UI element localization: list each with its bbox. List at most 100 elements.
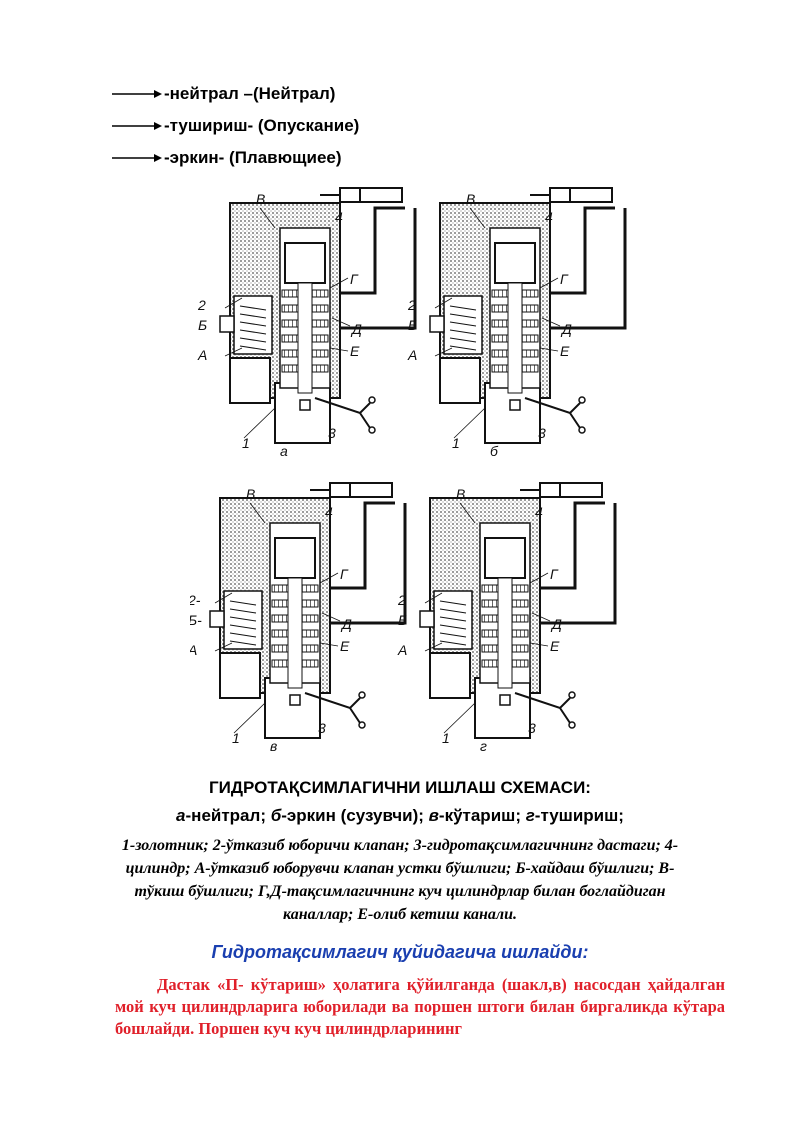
label-d-channel: Д (550, 616, 562, 632)
lever-knob (368, 426, 376, 434)
bypass-valve-spring (449, 305, 477, 311)
label-2-bypass-valve: 2- (190, 592, 201, 608)
spool-rod (297, 282, 313, 394)
mode-text: -эркин (сузувчи); (281, 806, 429, 825)
label-b-drain: В (456, 486, 465, 502)
label-1-spool: 1 (232, 730, 240, 746)
cylinder-body (549, 187, 613, 203)
hydraulic-line-d (340, 208, 417, 330)
panel-caption: б (490, 443, 499, 459)
leader-line (319, 572, 339, 584)
label-b-drain: В (466, 191, 475, 207)
leader-line (469, 207, 486, 229)
bypass-valve-spring (239, 337, 267, 343)
valve-lower-block (429, 652, 471, 699)
label-e-outlet: Е (340, 638, 350, 654)
mode-letter: г (525, 806, 535, 825)
label-d-channel: Д (350, 321, 362, 337)
bypass-valve-spring (439, 624, 467, 630)
label-1-spool: 1 (242, 435, 250, 451)
label-2-bypass-valve: 2 (197, 297, 206, 313)
lever-knob (358, 721, 366, 729)
figure-modes: а-нейтрал; б-эркин (сузувчи); в-кўтариш;… (0, 806, 800, 826)
body-paragraph: Дастак «П- кўтариш» ҳолатига қўйилганда … (115, 975, 725, 1038)
leader-line (233, 702, 266, 734)
hydraulic-line-g (550, 206, 615, 295)
leader-line (529, 572, 549, 584)
hydraulic-line-d (330, 503, 407, 625)
label-4-cylinder: 4 (535, 504, 543, 520)
section-heading: Гидротақсимлагич қуйидагича ишлайди: (211, 942, 589, 962)
bypass-valve (443, 295, 483, 355)
leader-line (249, 502, 266, 524)
spool-rod (507, 282, 523, 394)
bypass-valve-spring (439, 632, 467, 638)
label-b-pressure: Б (408, 317, 417, 333)
leader-line (319, 642, 339, 647)
bypass-valve-spring (239, 313, 267, 319)
label-2-bypass-valve: 2 (397, 592, 406, 608)
bypass-valve-spring (239, 305, 267, 311)
control-lever (304, 692, 361, 724)
valve-lower-block (229, 357, 271, 404)
hydraulic-line-g (340, 206, 405, 295)
control-lever (524, 397, 581, 429)
label-b-pressure: Б- (190, 612, 202, 628)
mode-legend: -нейтрал –(Нейтрал) -тушириш- (Опускание… (112, 78, 359, 174)
bypass-valve-spring (449, 321, 477, 327)
leader-line (529, 642, 549, 647)
valve-lower-block (439, 357, 481, 404)
label-a-chamber: А (397, 642, 407, 658)
label-b-pressure: Б (198, 317, 207, 333)
spool-top-chamber (284, 242, 326, 284)
side-port (419, 610, 435, 628)
label-e-outlet: Е (560, 343, 570, 359)
valve-lower-block (219, 652, 261, 699)
spool-rod (497, 577, 513, 689)
bypass-valve-spring (239, 329, 267, 335)
legend-item: -нейтрал –(Нейтрал) (112, 78, 359, 110)
lever-knob (358, 691, 366, 699)
label-g-channel: Г (550, 566, 559, 582)
label-1-spool: 1 (452, 435, 460, 451)
arrow-right-icon (112, 90, 162, 98)
bypass-valve-spring (229, 600, 257, 606)
hydraulic-distributor-diagram: ВГДЕАБ2134аВГДЕАБ2134бВГДЕАБ-2-134вВГДЕА… (190, 187, 627, 754)
cylinder-body (339, 187, 403, 203)
figure-title: ГИДРОТАҚСИМЛАГИЧНИ ИШЛАШ СХЕМАСИ: (209, 778, 591, 797)
label-d-channel: Д (340, 616, 352, 632)
label-g-channel: Г (560, 271, 569, 287)
hydraulic-line-g (540, 501, 605, 590)
mode-text: -кўтариш; (438, 806, 526, 825)
label-2-bypass-valve: 2 (407, 297, 416, 313)
leader-line (214, 592, 233, 604)
bypass-valve-spring (439, 600, 467, 606)
bypass-valve-spring (449, 313, 477, 319)
mode-letter: б (270, 806, 282, 825)
label-g-channel: Г (340, 566, 349, 582)
label-e-outlet: Е (550, 638, 560, 654)
hydraulic-line-g (330, 501, 395, 590)
bypass-valve-spring (229, 632, 257, 638)
leader-line (321, 612, 341, 622)
mode-text: -тушириш; (534, 806, 624, 825)
bypass-valve-spring (449, 345, 477, 351)
cylinder-body (539, 482, 603, 498)
label-3-lever: 3 (538, 425, 546, 441)
bypass-valve-spring (449, 329, 477, 335)
label-3-lever: 3 (528, 720, 536, 736)
bypass-valve (433, 590, 473, 650)
label-g-channel: Г (350, 271, 359, 287)
spool-pin (499, 694, 511, 706)
bypass-valve-spring (229, 624, 257, 630)
panel-caption: г (480, 738, 487, 754)
lever-knob (368, 396, 376, 404)
lever-knob (568, 691, 576, 699)
spool-top-chamber (274, 537, 316, 579)
bypass-valve-spring (439, 640, 467, 646)
bypass-valve (223, 590, 263, 650)
label-a-chamber: А (197, 347, 207, 363)
label-b-pressure: Б (398, 612, 407, 628)
